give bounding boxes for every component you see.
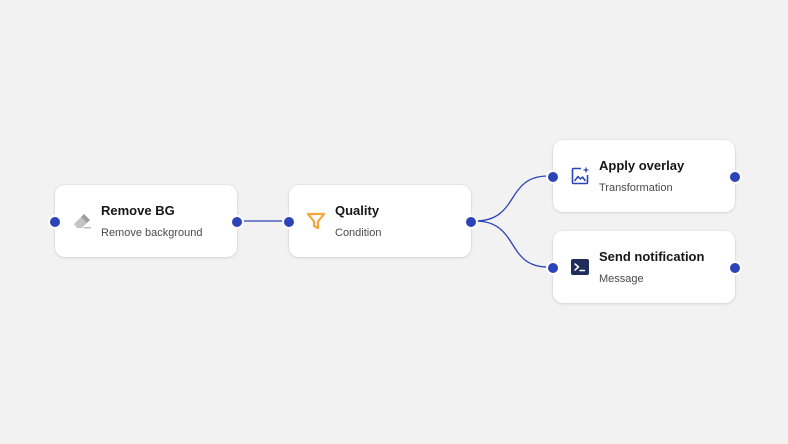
node-quality[interactable]: Quality Condition xyxy=(282,185,478,257)
input-port[interactable] xyxy=(48,215,62,229)
eraser-icon xyxy=(71,210,93,232)
node-title: Apply overlay xyxy=(599,158,685,173)
image-sparkle-icon xyxy=(569,165,591,187)
output-port[interactable] xyxy=(464,215,478,229)
input-port[interactable] xyxy=(282,215,296,229)
node-subtitle: Remove background xyxy=(101,227,203,239)
output-port[interactable] xyxy=(728,261,742,275)
edge-quality-to-send-notification xyxy=(474,220,549,268)
terminal-icon xyxy=(569,256,591,278)
node-title: Quality xyxy=(335,203,380,218)
node-subtitle: Message xyxy=(599,273,644,285)
node-title: Send notification xyxy=(599,249,705,264)
output-port[interactable] xyxy=(728,170,742,184)
node-remove-bg[interactable]: Remove BG Remove background xyxy=(48,185,244,257)
input-port[interactable] xyxy=(546,261,560,275)
edge-quality-to-apply-overlay xyxy=(474,175,549,222)
output-port[interactable] xyxy=(230,215,244,229)
node-title: Remove BG xyxy=(101,203,175,218)
node-send-notification[interactable]: Send notification Message xyxy=(546,231,742,303)
input-port[interactable] xyxy=(546,170,560,184)
filter-icon xyxy=(305,210,327,232)
node-apply-overlay[interactable]: Apply overlay Transformation xyxy=(546,140,742,212)
node-subtitle: Transformation xyxy=(599,182,673,194)
node-subtitle: Condition xyxy=(335,227,382,239)
